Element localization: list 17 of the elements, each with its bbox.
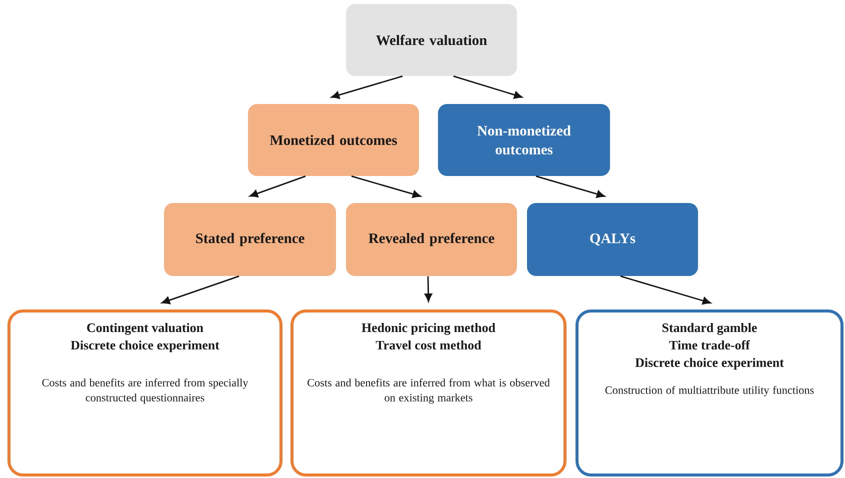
- process-box: Revealed preference: [346, 203, 517, 276]
- process-box: Monetized outcomes: [248, 104, 419, 176]
- arrow: [453, 76, 522, 99]
- method-box: Standard gamble Time trade-off Discrete choice experiment Construction of multiattribute utility functions: [576, 310, 844, 476]
- arrow: [536, 176, 605, 198]
- process-box: Welfare valuation: [346, 4, 517, 76]
- arrow: [331, 76, 403, 99]
- arrow: [351, 176, 421, 198]
- process-box: QALYs: [527, 203, 698, 276]
- method-box: Contingent valuation Discrete choice experiment Costs and benefits are inferred from specially constructed questionnaires: [8, 310, 282, 476]
- arrow: [162, 276, 240, 304]
- method-box: Hedonic pricing method Travel cost method Costs and benefits are inferred from what is observed on existing markets: [290, 310, 566, 476]
- arrow: [424, 276, 432, 302]
- process-box: Non-monetized outcomes: [438, 104, 610, 176]
- process-box: Stated preference: [164, 203, 336, 276]
- arrow: [620, 276, 711, 305]
- arrow: [250, 176, 306, 198]
